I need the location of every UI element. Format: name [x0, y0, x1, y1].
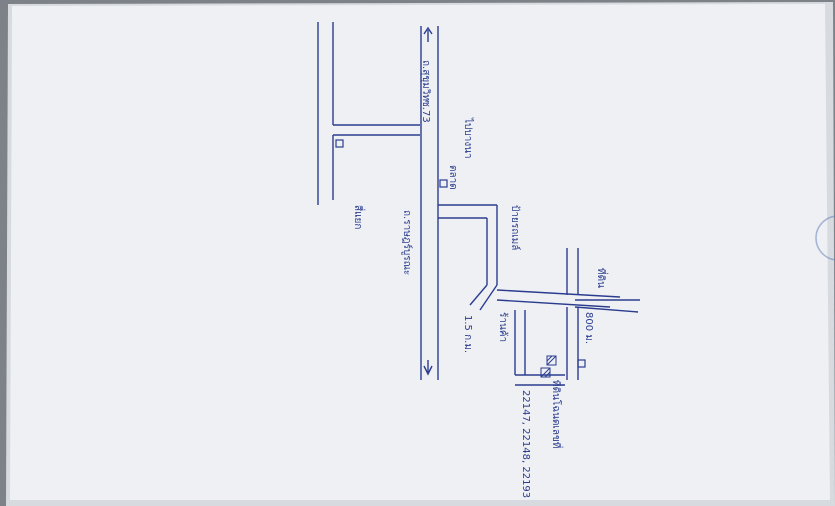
- seal-stamp-icon: [815, 215, 835, 261]
- label-road-top: ถ.สุขุมวิท: [420, 60, 431, 101]
- label-distance: 800 ม.: [583, 312, 594, 344]
- label-note: ที่ดินโฉนดเลขที่: [550, 380, 564, 448]
- label-cross: สี่แยก: [352, 205, 366, 229]
- plot-marker-icon: [540, 355, 557, 378]
- label-bangna: ไปบางนา: [462, 117, 474, 159]
- label-plot-numbers: 22147, 22148, 22193: [520, 390, 531, 498]
- label-market: ตลาด: [447, 165, 458, 190]
- label-land: ที่ดิน: [595, 268, 609, 288]
- label-soi-number: ซ.73: [420, 100, 431, 123]
- building-icon: [439, 179, 448, 188]
- label-km: 1.5 ก.ม.: [462, 315, 473, 353]
- building-icon: [577, 359, 586, 368]
- label-road-bottom: ถ.ราษฎร์บูรณะ: [401, 210, 413, 275]
- label-sign2: ร้านค้า: [497, 312, 509, 342]
- map-labels: ถ.สุขุมวิท ซ.73 ไปบางนา ตลาด ถ.ราษฎร์บูร…: [352, 60, 609, 498]
- building-icon: [335, 139, 344, 148]
- label-sign1: ป้ายรถเมล์: [509, 205, 521, 250]
- soi-road-right: [438, 204, 640, 386]
- paper-sheet: [10, 4, 830, 500]
- main-road: [420, 26, 439, 380]
- side-road-left: [317, 22, 420, 205]
